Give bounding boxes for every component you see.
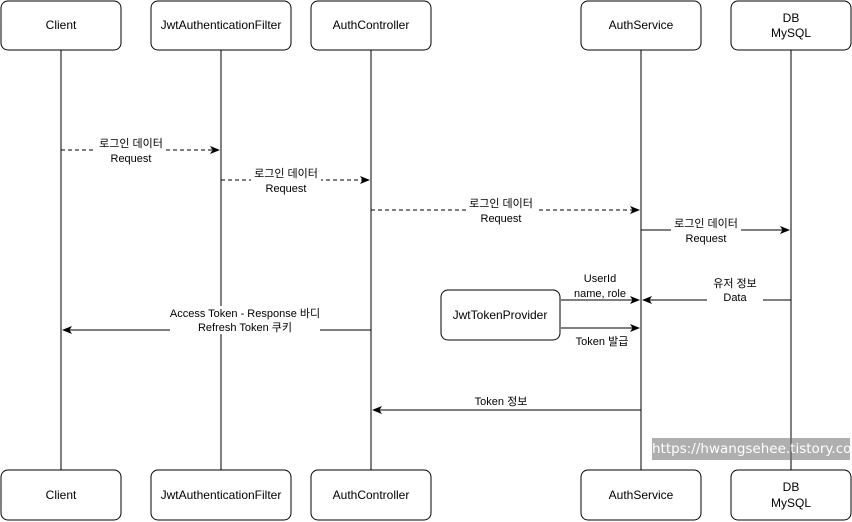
message-login-filter-controller-label-2: Request [266, 183, 307, 195]
participant-db-bottom-label-1: DB [783, 480, 800, 494]
participant-client-top: Client [0, 0, 122, 51]
participant-auth-service-bottom-label: AuthService [609, 488, 674, 502]
participant-auth-service-top-label: AuthService [609, 18, 674, 32]
participant-client-top-label: Client [46, 18, 77, 32]
participant-jwt-filter-top-label: JwtAuthenticationFilter [161, 18, 282, 32]
participant-db-top: DB MySQL [730, 0, 852, 51]
message-token-issue: Token 발급 [561, 324, 640, 348]
message-tokens-controller-client: Access Token - Response 바디 Refresh Token… [62, 306, 371, 334]
message-user-info-db-service-label-1: 유저 정보 [713, 277, 757, 290]
message-login-service-db: 로그인 데이터 Request [641, 217, 790, 245]
message-login-client-filter: 로그인 데이터 Request [61, 137, 220, 165]
participant-auth-controller-bottom: AuthController [310, 469, 432, 521]
participant-jwt-filter-bottom: JwtAuthenticationFilter [150, 469, 292, 521]
message-userid-name-role: UserId name, role [561, 273, 640, 304]
participant-auth-controller-bottom-label: AuthController [333, 488, 410, 502]
message-token-info-service-controller: Token 정보 [372, 394, 641, 414]
participant-client-bottom-label: Client [46, 488, 77, 502]
participant-jwt-filter-bottom-label: JwtAuthenticationFilter [161, 488, 282, 502]
message-token-info-service-controller-label: Token 정보 [475, 395, 528, 408]
jwt-token-provider-box: JwtTokenProvider [440, 289, 561, 341]
message-login-service-db-label-1: 로그인 데이터 [674, 217, 738, 230]
participant-auth-service-bottom: AuthService [580, 469, 702, 521]
message-login-service-db-label-2: Request [686, 233, 727, 245]
message-login-controller-service: 로그인 데이터 Request [371, 197, 640, 225]
participant-client-bottom: Client [0, 469, 122, 521]
participant-db-top-label-2: MySQL [771, 26, 811, 40]
message-user-info-db-service: 유저 정보 Data [642, 276, 791, 304]
message-userid-name-role-label-2: name, role [574, 288, 626, 300]
participant-db-bottom: DB MySQL [730, 469, 852, 521]
participant-auth-controller-top: AuthController [310, 0, 432, 51]
message-token-issue-label: Token 발급 [576, 335, 629, 348]
watermark: https://hwangsehee.tistory.com [652, 438, 852, 460]
message-user-info-db-service-label-2: Data [723, 292, 747, 304]
participant-auth-controller-top-label: AuthController [333, 18, 410, 32]
participant-jwt-filter-top: JwtAuthenticationFilter [150, 0, 292, 51]
message-userid-name-role-label-1: UserId [584, 273, 616, 285]
participant-auth-service-top: AuthService [580, 0, 702, 51]
message-tokens-controller-client-label-1: Access Token - Response 바디 [170, 307, 320, 320]
message-login-filter-controller: 로그인 데이터 Request [221, 167, 370, 195]
message-login-client-filter-label-2: Request [111, 153, 152, 165]
jwt-token-provider-label: JwtTokenProvider [453, 308, 548, 322]
message-tokens-controller-client-label-2: Refresh Token 쿠키 [198, 321, 292, 334]
participant-db-bottom-label-2: MySQL [771, 496, 811, 510]
participant-db-top-label-1: DB [783, 11, 800, 25]
message-login-controller-service-label-1: 로그인 데이터 [469, 197, 533, 210]
message-login-controller-service-label-2: Request [481, 213, 522, 225]
message-login-client-filter-label-1: 로그인 데이터 [99, 137, 163, 150]
message-login-filter-controller-label-1: 로그인 데이터 [254, 167, 318, 180]
